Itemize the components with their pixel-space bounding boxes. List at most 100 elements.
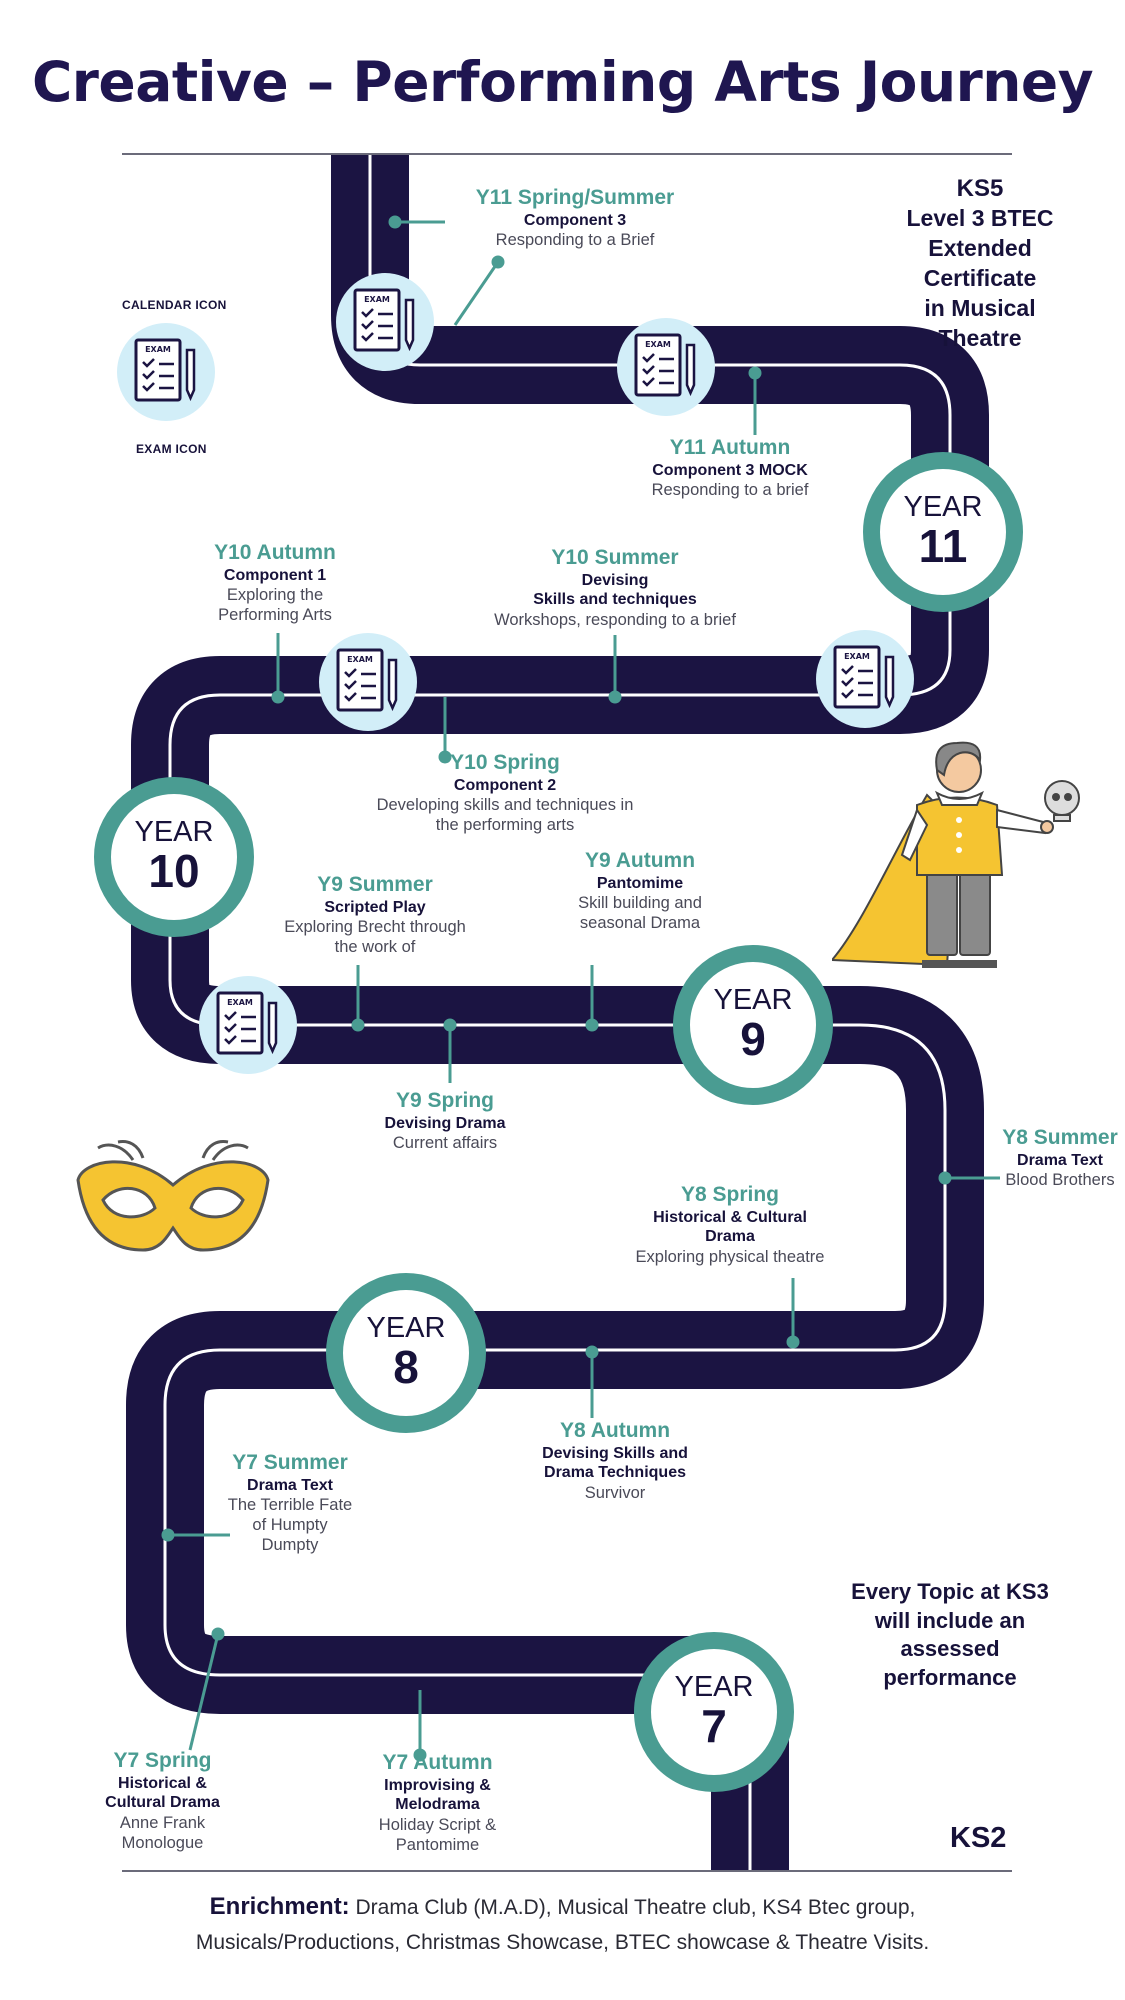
year-number: 10 — [148, 845, 200, 897]
svg-text:EXAM: EXAM — [364, 295, 390, 304]
year-word: YEAR — [903, 491, 983, 523]
milestone-desc: Dumpty — [261, 1536, 319, 1555]
milestone-desc: Survivor — [584, 1483, 646, 1502]
milestone-y8-spring: Y8 Spring Historical & Cultural Drama Ex… — [595, 1182, 865, 1267]
milestone-subject: Component 2 — [453, 776, 557, 794]
enrichment-line-1-text: Drama Club (M.A.D), Musical Theatre club… — [349, 1896, 916, 1919]
year-number: 7 — [701, 1700, 727, 1752]
milestone-term: Y9 Spring — [395, 1089, 495, 1112]
svg-text:EXAM: EXAM — [645, 340, 671, 349]
milestone-desc: Skill building and — [578, 894, 702, 913]
ks3-note-line: assessed — [900, 1636, 1000, 1662]
ks3-note-line: will include an — [874, 1607, 1026, 1633]
page-title: Creative – Performing Arts Journey — [31, 50, 1094, 114]
milestone-desc: Pantomime — [395, 1835, 480, 1854]
ks5-heading: KS5 Level 3 BTEC Extended Certificate in… — [870, 173, 1090, 354]
milestone-subject: Drama Text — [1017, 1151, 1103, 1169]
milestone-term: Y9 Autumn — [584, 849, 696, 872]
milestone-subject: Scripted Play — [324, 898, 426, 916]
svg-text:EXAM: EXAM — [347, 655, 373, 664]
milestone-desc: the performing arts — [435, 816, 575, 835]
milestone-desc: Workshops, responding to a brief — [494, 610, 736, 629]
milestone-subject: Historical & Cultural — [653, 1208, 807, 1226]
milestone-term: Y9 Summer — [317, 873, 433, 896]
milestone-term: Y8 Autumn — [559, 1419, 671, 1442]
milestone-term: Y7 Spring — [113, 1749, 212, 1772]
year-word: YEAR — [713, 984, 793, 1016]
milestone-y8-summer: Y8 Summer Drama Text Blood Brothers — [985, 1125, 1125, 1190]
milestone-desc: Exploring Brecht through — [284, 918, 466, 937]
milestone-desc: Responding to a Brief — [495, 231, 655, 250]
milestone-subject: Component 1 — [223, 566, 327, 584]
milestone-desc: Exploring the — [226, 586, 324, 605]
milestone-y11-spring-summer: Y11 Spring/Summer Component 3 Responding… — [445, 185, 705, 250]
calendar-icon-legend-label: CALENDAR ICON — [122, 298, 227, 312]
year-word: YEAR — [134, 816, 214, 848]
milestone-subject: Drama Text — [247, 1476, 333, 1494]
milestone-connectors — [161, 215, 1000, 1762]
milestone-desc: The Terrible Fate — [227, 1496, 353, 1515]
year-word: YEAR — [366, 1312, 446, 1344]
milestone-desc: Holiday Script & — [378, 1815, 497, 1834]
enrichment-text: Enrichment: Drama Club (M.A.D), Musical … — [0, 1888, 1125, 1960]
milestone-y9-summer: Y9 Summer Scripted Play Exploring Brecht… — [265, 872, 485, 957]
milestone-term: Y11 Spring/Summer — [475, 186, 675, 209]
enrichment-line-2: Musicals/Productions, Christmas Showcase… — [195, 1931, 930, 1955]
milestone-desc: Blood Brothers — [1005, 1171, 1115, 1190]
milestone-y7-spring: Y7 Spring Historical & Cultural Drama An… — [80, 1748, 245, 1853]
title-divider — [122, 153, 1012, 155]
milestone-y10-summer: Y10 Summer Devising Skills and technique… — [460, 545, 770, 630]
year-number: 11 — [918, 520, 968, 572]
ks5-line: Certificate — [923, 264, 1037, 291]
milestone-subject: Cultural Drama — [105, 1794, 220, 1812]
milestone-subject: Devising Skills and — [542, 1444, 688, 1462]
enrichment-line-1: Enrichment: Drama Club (M.A.D), Musical … — [0, 1888, 1125, 1926]
milestone-y10-spring: Y10 Spring Component 2 Developing skills… — [345, 750, 665, 835]
milestone-subject: Devising — [581, 571, 649, 589]
enrichment-label: Enrichment: — [209, 1893, 350, 1920]
milestone-subject: Pantomime — [596, 874, 684, 892]
milestone-desc: Monologue — [121, 1833, 204, 1852]
milestone-desc: seasonal Drama — [579, 914, 701, 933]
ks5-line: Level 3 BTEC — [906, 205, 1054, 232]
milestone-y8-autumn: Y8 Autumn Devising Skills and Drama Tech… — [500, 1418, 730, 1503]
milestone-term: Y7 Autumn — [382, 1751, 493, 1774]
milestone-subject: Improvising & — [384, 1776, 491, 1794]
exam-icon: EXAM — [199, 976, 297, 1074]
milestone-desc: Responding to a brief — [651, 481, 809, 500]
milestone-subject: Historical & — [118, 1774, 207, 1792]
svg-text:EXAM: EXAM — [227, 998, 253, 1007]
milestone-desc: Exploring physical theatre — [635, 1247, 825, 1266]
footer-divider — [122, 1870, 1012, 1872]
milestone-term: Y11 Autumn — [669, 436, 791, 459]
ks5-line: Extended — [928, 235, 1032, 262]
exam-icon: EXAM — [617, 318, 715, 416]
milestone-term: Y10 Summer — [551, 546, 679, 569]
milestone-term: Y8 Summer — [1002, 1126, 1118, 1149]
milestone-y7-summer: Y7 Summer Drama Text The Terrible Fate o… — [205, 1450, 375, 1556]
milestone-subject: Drama Techniques — [544, 1464, 686, 1482]
exam-icon: EXAM — [319, 633, 417, 731]
exam-icon: EXAM — [816, 630, 914, 728]
milestone-subject: Devising Drama — [384, 1114, 506, 1132]
milestone-desc: Performing Arts — [218, 606, 332, 625]
milestone-term: Y7 Summer — [232, 1451, 348, 1474]
ks2-label: KS2 — [950, 1822, 1007, 1854]
milestone-desc: of Humpty — [252, 1516, 328, 1535]
milestone-desc: the work of — [334, 938, 416, 957]
milestone-desc: Developing skills and techniques in — [376, 796, 634, 815]
ks3-assessment-note: Every Topic at KS3 will include an asses… — [820, 1578, 1080, 1692]
year-word: YEAR — [674, 1671, 754, 1703]
svg-text:EXAM: EXAM — [145, 345, 171, 354]
year-number: 9 — [740, 1013, 766, 1065]
ks3-note-line: Every Topic at KS3 — [851, 1579, 1049, 1604]
ks3-note-line: performance — [883, 1664, 1017, 1690]
ks5-line: Theatre — [938, 324, 1022, 351]
milestone-term: Y10 Spring — [450, 751, 560, 774]
milestone-term: Y8 Spring — [680, 1183, 780, 1206]
milestone-y11-autumn: Y11 Autumn Component 3 MOCK Responding t… — [615, 435, 845, 500]
